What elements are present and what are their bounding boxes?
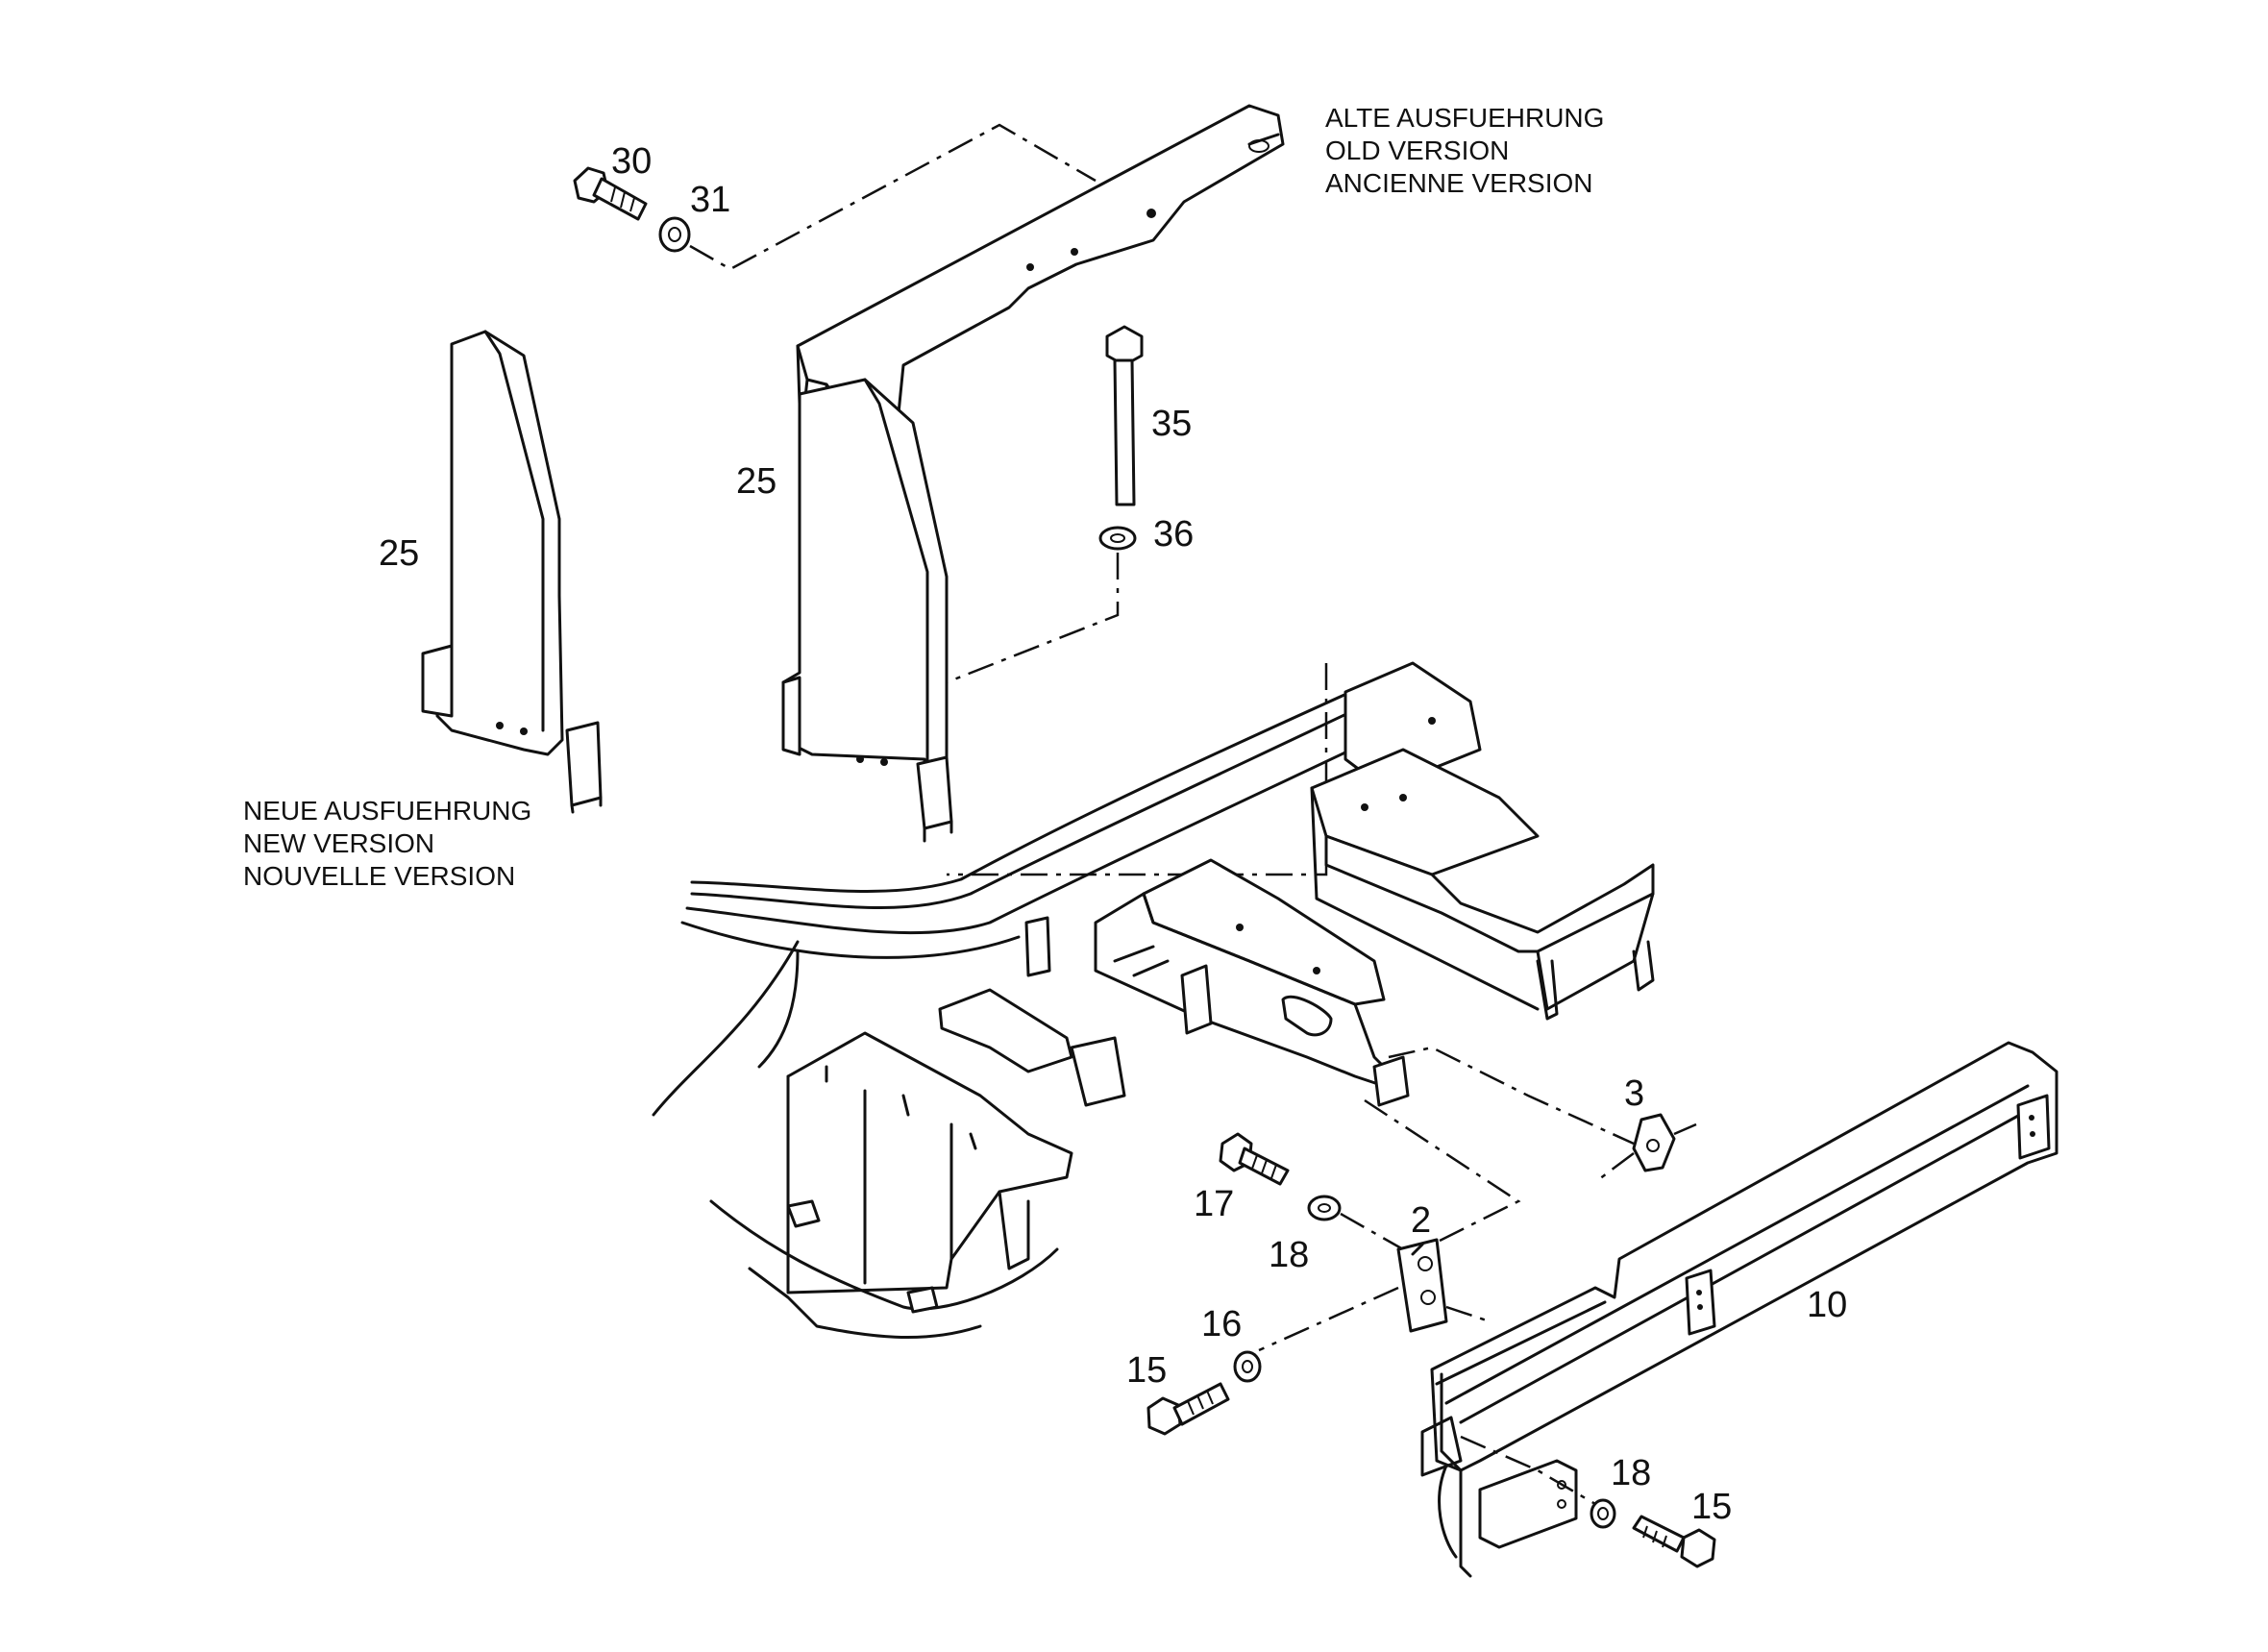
- washer-16: [1233, 1350, 1262, 1383]
- bolt-15b: [1632, 1515, 1716, 1568]
- leader-2-16: [1258, 1286, 1491, 1352]
- leader-18a: [1340, 1212, 1404, 1251]
- callout-15a: 15: [1126, 1350, 1167, 1391]
- plate-3: [1632, 1113, 1676, 1172]
- old-version-line-fr: ANCIENNE VERSION: [1325, 168, 1593, 198]
- callout-31: 31: [690, 180, 730, 220]
- leader-30-31: [689, 123, 1097, 271]
- callout-35: 35: [1151, 404, 1192, 444]
- bolt-30: [573, 166, 648, 221]
- callout-16: 16: [1201, 1304, 1242, 1344]
- bolt-15a: [1146, 1382, 1230, 1436]
- callout-30: 30: [611, 141, 652, 182]
- new-version-line-de: NEUE AUSFUEHRUNG: [243, 796, 531, 826]
- callout-2: 2: [1411, 1200, 1431, 1241]
- bracket-2: [1396, 1238, 1448, 1333]
- bracket-25-new: [421, 330, 603, 814]
- bracket-25-old: [781, 104, 1285, 843]
- frame-assembly: [652, 661, 1655, 1340]
- leader-2-17: [1364, 1098, 1521, 1261]
- old-version-note: ALTE AUSFUEHRUNG OLD VERSION ANCIENNE VE…: [1325, 103, 1604, 198]
- old-version-line-en: OLD VERSION: [1325, 136, 1509, 165]
- callout-labels: 30 31 35 36 25 25 3 17 18 2 16 15 10 18 …: [379, 141, 1847, 1527]
- bolt-17: [1219, 1132, 1290, 1186]
- leader-36: [946, 553, 1120, 684]
- callout-3: 3: [1624, 1073, 1644, 1114]
- washer-18b: [1590, 1498, 1616, 1529]
- callout-17: 17: [1194, 1184, 1234, 1224]
- callout-25-new: 25: [379, 533, 419, 574]
- callout-18b: 18: [1611, 1453, 1651, 1493]
- bolt-35: [1105, 325, 1144, 506]
- washer-36: [1098, 526, 1137, 551]
- new-version-line-en: NEW VERSION: [243, 828, 434, 858]
- callout-10: 10: [1807, 1285, 1847, 1325]
- leader-3: [1388, 1046, 1697, 1183]
- callout-25-old: 25: [736, 461, 777, 502]
- callout-36: 36: [1153, 514, 1194, 555]
- callout-15b: 15: [1691, 1487, 1732, 1527]
- callout-18a: 18: [1269, 1235, 1309, 1275]
- new-version-note: NEUE AUSFUEHRUNG NEW VERSION NOUVELLE VE…: [243, 796, 531, 891]
- old-version-line-de: ALTE AUSFUEHRUNG: [1325, 103, 1604, 133]
- rail-10: [1420, 1041, 2058, 1578]
- washer-31: [658, 216, 691, 253]
- washer-18a: [1307, 1195, 1342, 1221]
- new-version-line-fr: NOUVELLE VERSION: [243, 861, 515, 891]
